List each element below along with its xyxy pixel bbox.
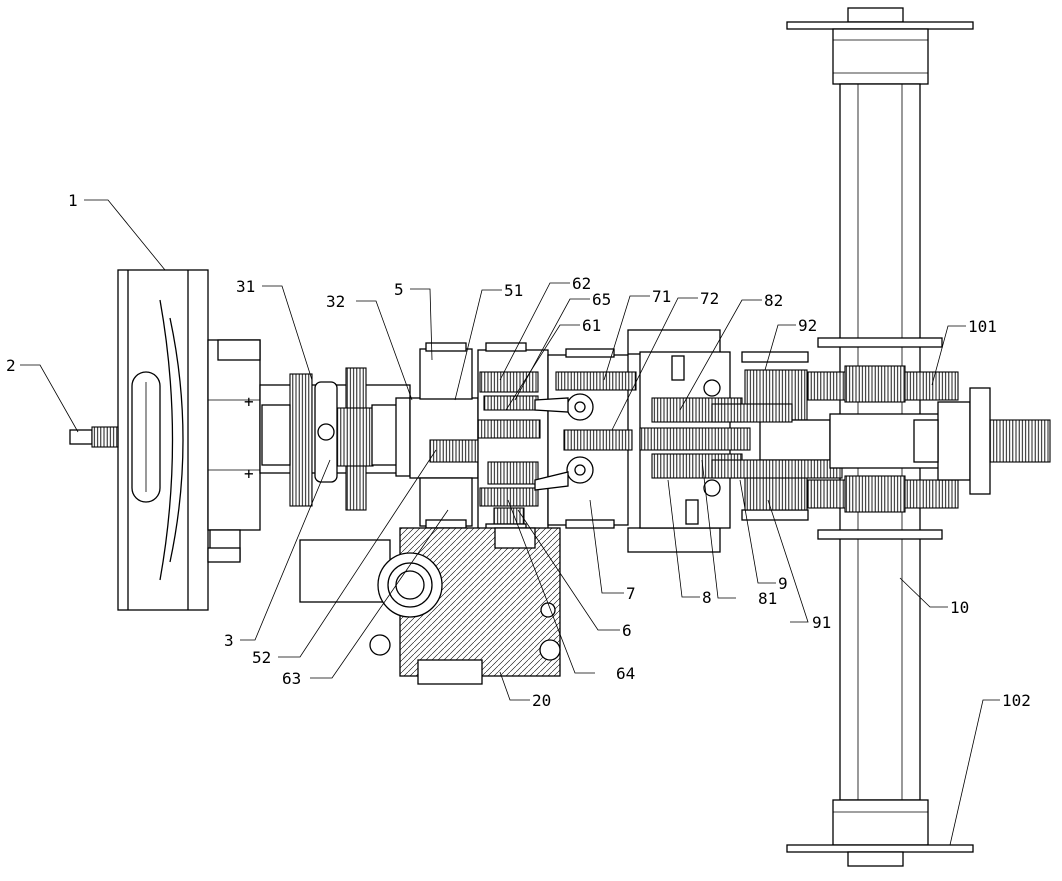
svg-text:+: + (244, 464, 254, 483)
label-8: 8 (702, 588, 712, 607)
label-64: 64 (616, 664, 635, 683)
label-101: 101 (968, 317, 997, 336)
label-62: 62 (572, 274, 591, 293)
label-2: 2 (6, 356, 16, 375)
first-stage-gears (260, 368, 410, 510)
label-91: 91 (812, 613, 831, 632)
label-63: 63 (282, 669, 301, 688)
label-31: 31 (236, 277, 255, 296)
lower-gearbox (300, 528, 560, 684)
svg-text:+: + (244, 392, 254, 411)
label-92: 92 (798, 316, 817, 335)
label-102: 102 (1002, 691, 1031, 710)
label-81: 81 (758, 589, 777, 608)
fourth-stage-gears (535, 349, 636, 528)
label-6: 6 (622, 621, 632, 640)
label-7: 7 (626, 584, 636, 603)
label-1: 1 (68, 191, 78, 210)
label-82: 82 (764, 291, 783, 310)
label-71: 71 (652, 287, 671, 306)
fifth-stage-gears (628, 330, 750, 552)
label-10: 10 (950, 598, 969, 617)
second-stage-housing (410, 343, 478, 528)
label-65: 65 (592, 290, 611, 309)
axle-gears (808, 366, 1050, 512)
label-5: 5 (394, 280, 404, 299)
label-61: 61 (582, 316, 601, 335)
third-stage-gears (478, 343, 548, 532)
motor-housing: + + (118, 270, 260, 610)
label-20: 20 (532, 691, 551, 710)
label-9: 9 (778, 574, 788, 593)
label-3: 3 (224, 631, 234, 650)
label-32: 32 (326, 292, 345, 311)
label-72: 72 (700, 289, 719, 308)
label-51: 51 (504, 281, 523, 300)
label-52: 52 (252, 648, 271, 667)
